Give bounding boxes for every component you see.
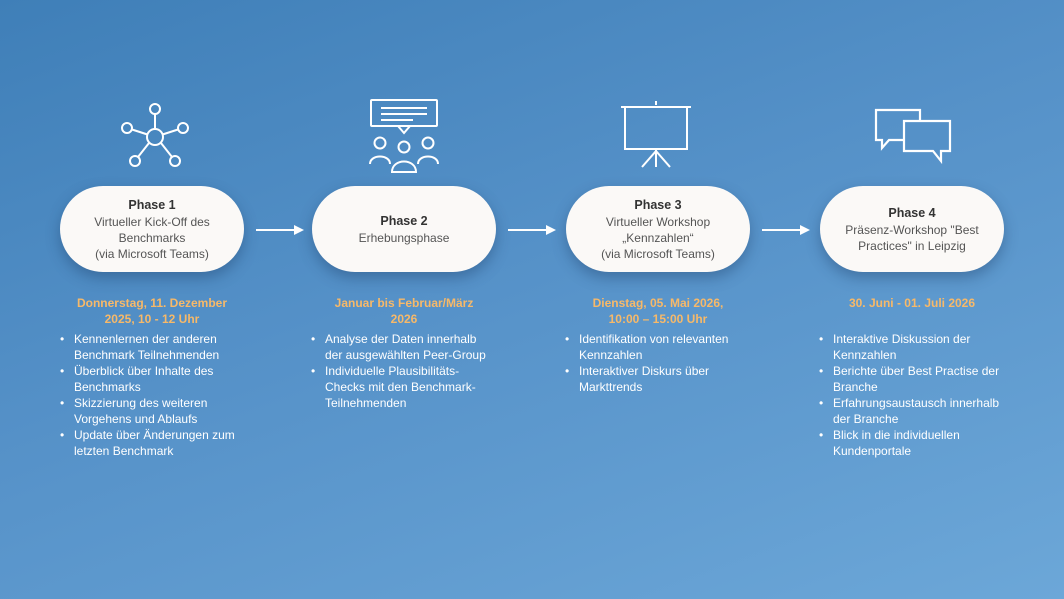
list-item: Update über Änderungen zum letzten Bench… — [60, 427, 246, 459]
list-item: Interaktiver Diskurs über Markttrends — [565, 363, 745, 395]
list-item: Individuelle Plausibilitäts-Checks mit d… — [311, 363, 497, 411]
list-item: Interaktive Diskussion der Kennzahlen — [819, 331, 1009, 363]
list-item: Berichte über Best Practise der Branche — [819, 363, 1009, 395]
network-hub-icon — [118, 101, 192, 169]
phase-1-title: Phase 1 — [128, 197, 176, 212]
chat-bubbles-icon — [873, 107, 953, 165]
phase-3-date: Dienstag, 05. Mai 2026, 10:00 – 15:00 Uh… — [592, 296, 724, 326]
phase-1-bullets: Kennenlernen der anderen Benchmark Teiln… — [60, 331, 246, 459]
phase-4-card: Phase 4 Präsenz-Workshop "Best Practices… — [820, 186, 1004, 272]
phase-2-title: Phase 2 — [380, 213, 428, 228]
list-item: Blick in die individuellen Kundenportale — [819, 427, 1009, 459]
phase-4-date: 30. Juni - 01. Juli 2026 — [848, 296, 976, 310]
phase-2-subtitle: Erhebungsphase — [358, 230, 450, 245]
presentation-board-icon — [620, 101, 692, 169]
phase-2-date: Januar bis Februar/März 2026 — [334, 296, 474, 326]
arrow-right-icon — [762, 222, 810, 238]
list-item: Skizzierung des weiteren Vorgehens und A… — [60, 395, 246, 427]
phase-4-subtitle: Präsenz-Workshop "Best Practices" in Lei… — [845, 222, 979, 253]
phase-3-card: Phase 3 Virtueller Workshop „Kennzahlen“… — [566, 186, 750, 272]
phase-3-subtitle: Virtueller Workshop „Kennzahlen“ (via Mi… — [601, 214, 715, 261]
group-discussion-icon — [367, 98, 441, 174]
phase-3-title: Phase 3 — [634, 197, 682, 212]
phase-2-bullets: Analyse der Daten innerhalb der ausgewäh… — [311, 331, 497, 411]
phase-1-card: Phase 1 Virtueller Kick-Off des Benchmar… — [60, 186, 244, 272]
list-item: Überblick über Inhalte des Benchmarks — [60, 363, 246, 395]
list-item: Kennenlernen der anderen Benchmark Teiln… — [60, 331, 246, 363]
list-item: Erfahrungsaustausch innerhalb der Branch… — [819, 395, 1009, 427]
phase-3-bullets: Identifikation von relevanten Kennzahlen… — [565, 331, 745, 395]
phase-1-date: Donnerstag, 11. Dezember 2025, 10 - 12 U… — [76, 296, 228, 326]
list-item: Analyse der Daten innerhalb der ausgewäh… — [311, 331, 497, 363]
arrow-right-icon — [256, 222, 304, 238]
phase-1-subtitle: Virtueller Kick-Off des Benchmarks (via … — [94, 214, 210, 261]
phase-4-title: Phase 4 — [888, 205, 936, 220]
list-item: Identifikation von relevanten Kennzahlen — [565, 331, 745, 363]
arrow-right-icon — [508, 222, 556, 238]
phase-4-bullets: Interaktive Diskussion der Kennzahlen Be… — [819, 331, 1009, 459]
phase-2-card: Phase 2 Erhebungsphase — [312, 186, 496, 272]
